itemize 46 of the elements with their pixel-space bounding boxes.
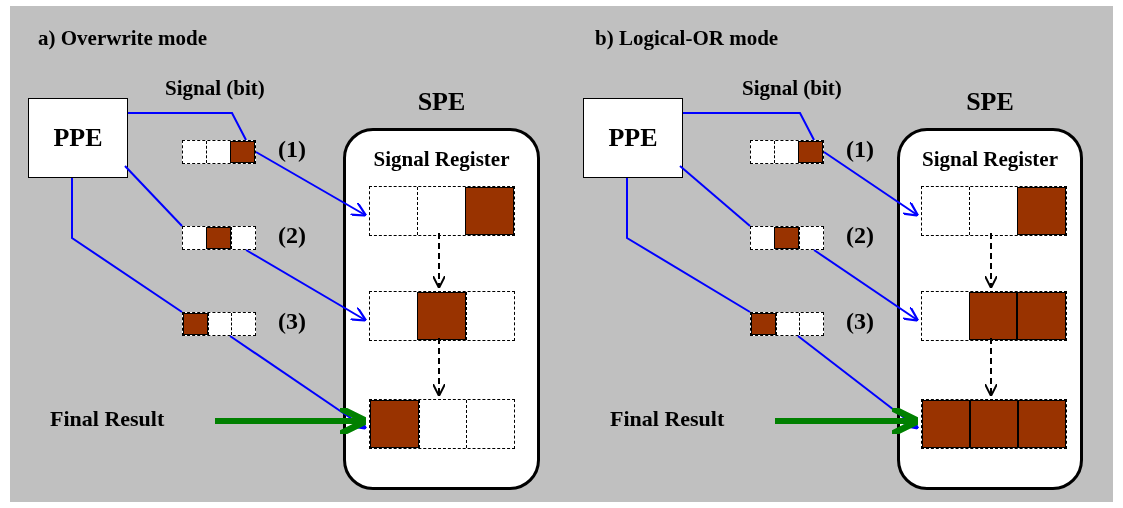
bit-register: [182, 312, 256, 336]
connector-line: [679, 165, 751, 227]
connector-line: [682, 112, 815, 141]
step-number: (3): [846, 308, 874, 335]
arrow: [984, 337, 998, 397]
panel-title: b) Logical-OR mode: [595, 26, 779, 51]
node-title: SPE: [965, 87, 1015, 117]
bit-register: [750, 312, 824, 336]
bit-register: [921, 291, 1067, 341]
step-number: (1): [278, 136, 306, 163]
register-label: Signal Register: [372, 147, 511, 172]
arrow: [797, 335, 920, 430]
bit-register: [369, 399, 515, 449]
bit-register: [369, 291, 515, 341]
signal-label: Signal (bit): [165, 76, 265, 101]
arrow: [255, 151, 368, 217]
register-label: Signal Register: [921, 147, 1059, 172]
bit-register: [921, 399, 1067, 449]
connector-line: [71, 177, 183, 313]
bit-register: [750, 140, 824, 164]
bit-register: [369, 186, 515, 236]
bit-register: [750, 226, 824, 250]
arrow: [813, 249, 920, 322]
connector-line: [127, 112, 247, 141]
bit-register: [182, 140, 256, 164]
result-label: Final Result: [50, 406, 165, 432]
connector-line: [124, 165, 183, 227]
process-box: PPE: [28, 98, 128, 178]
bit-register: [921, 186, 1067, 236]
step-number: (2): [278, 222, 306, 249]
step-number: (1): [846, 136, 874, 163]
arrow: [823, 151, 920, 217]
signal-label: Signal (bit): [742, 76, 842, 101]
arrow: [432, 232, 446, 289]
process-box: PPE: [583, 98, 683, 178]
panel-title: a) Overwrite mode: [38, 26, 208, 51]
result-label: Final Result: [610, 406, 725, 432]
step-number: (2): [846, 222, 874, 249]
node-title: SPE: [416, 87, 467, 117]
bit-register: [182, 226, 256, 250]
step-number: (3): [278, 308, 306, 335]
arrow: [984, 232, 998, 289]
arrow: [229, 335, 368, 430]
arrow: [432, 337, 446, 397]
connector-line: [626, 177, 751, 313]
arrow: [245, 249, 368, 322]
